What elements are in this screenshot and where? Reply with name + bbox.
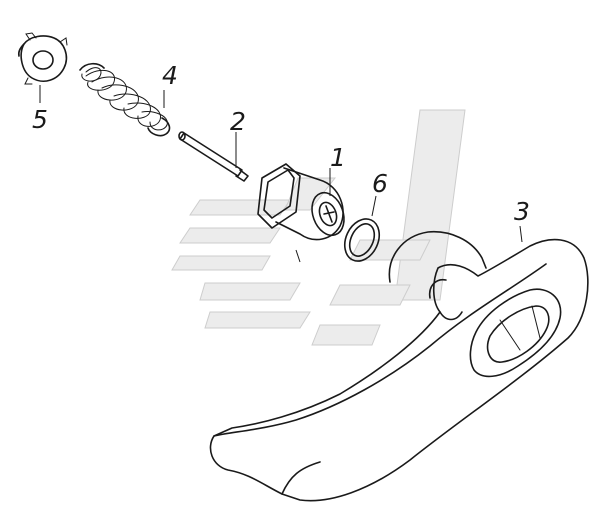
spring-part	[79, 62, 171, 137]
callout-1: 1	[330, 143, 346, 172]
callout-5: 5	[32, 105, 48, 134]
callout-6: 6	[372, 169, 388, 198]
ring-part	[343, 218, 381, 262]
handle-part	[209, 230, 589, 502]
callout-4: 4	[162, 61, 178, 90]
pin-part	[178, 131, 249, 182]
lock-cylinder-part	[257, 163, 345, 241]
leader-line-1b	[295, 249, 301, 263]
washer-part	[17, 32, 68, 85]
callout-3: 3	[514, 197, 530, 226]
leader-line-6	[371, 195, 377, 217]
leader-line-3	[519, 225, 523, 243]
callout-2: 2	[230, 107, 246, 136]
